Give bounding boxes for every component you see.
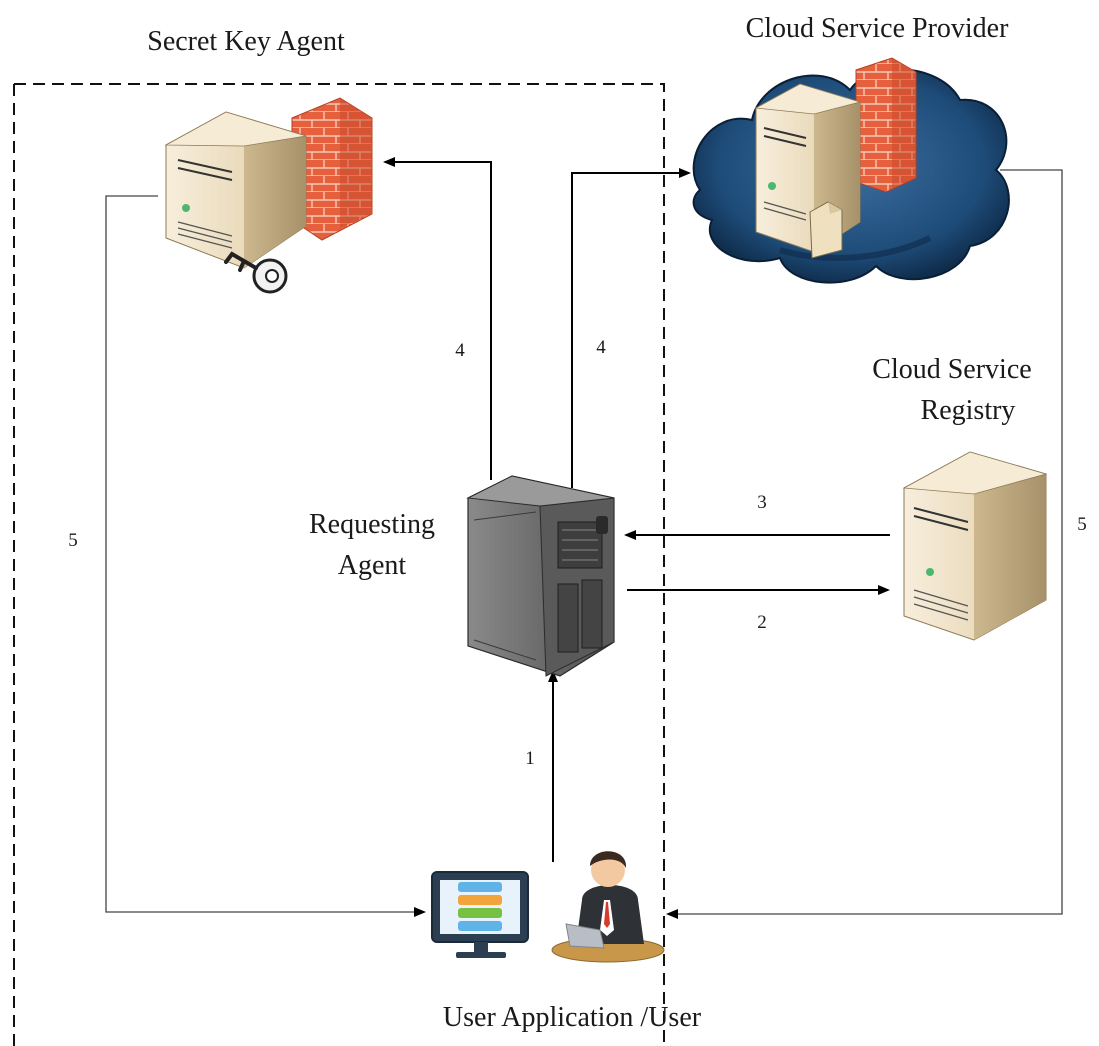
key-icon	[224, 251, 288, 294]
step-1-label: 1	[525, 748, 535, 769]
requesting-agent-label-line1: Requesting	[309, 509, 435, 540]
user-avatar-icon	[551, 851, 665, 963]
step-4-left-label: 4	[455, 340, 465, 361]
server-with-key-icon	[164, 97, 373, 294]
requesting-agent-label-line2: Agent	[338, 550, 407, 581]
flow-arrow-4-secret-key	[383, 157, 492, 480]
firewall-icon	[291, 97, 373, 241]
cloud-service-registry-label-line1: Cloud Service	[872, 354, 1031, 385]
step-5-right-label: 5	[1077, 514, 1087, 535]
flow-arrow-4-cloud	[571, 168, 691, 488]
secret-key-agent-boundary	[13, 83, 665, 1046]
flow-arrow-5-cloud	[666, 169, 1063, 919]
user-application-label: User Application /User	[443, 1002, 702, 1033]
server-tower-icon	[466, 475, 615, 677]
cloud-server-icon	[754, 57, 917, 259]
secret-key-agent-label: Secret Key Agent	[147, 26, 345, 57]
registry-server-icon	[902, 451, 1048, 641]
step-2-label: 2	[757, 612, 767, 633]
step-5-left-label: 5	[68, 530, 78, 551]
monitor-icon	[431, 871, 529, 958]
firewall-icon	[855, 57, 917, 193]
cloud-service-provider-label: Cloud Service Provider	[746, 13, 1010, 44]
step-3-label: 3	[757, 492, 767, 513]
document-icon	[809, 201, 843, 259]
cloud-service-registry-label-line2: Registry	[921, 395, 1016, 426]
step-4-right-label: 4	[596, 337, 606, 358]
flow-arrow-5-secret-key	[105, 195, 426, 917]
